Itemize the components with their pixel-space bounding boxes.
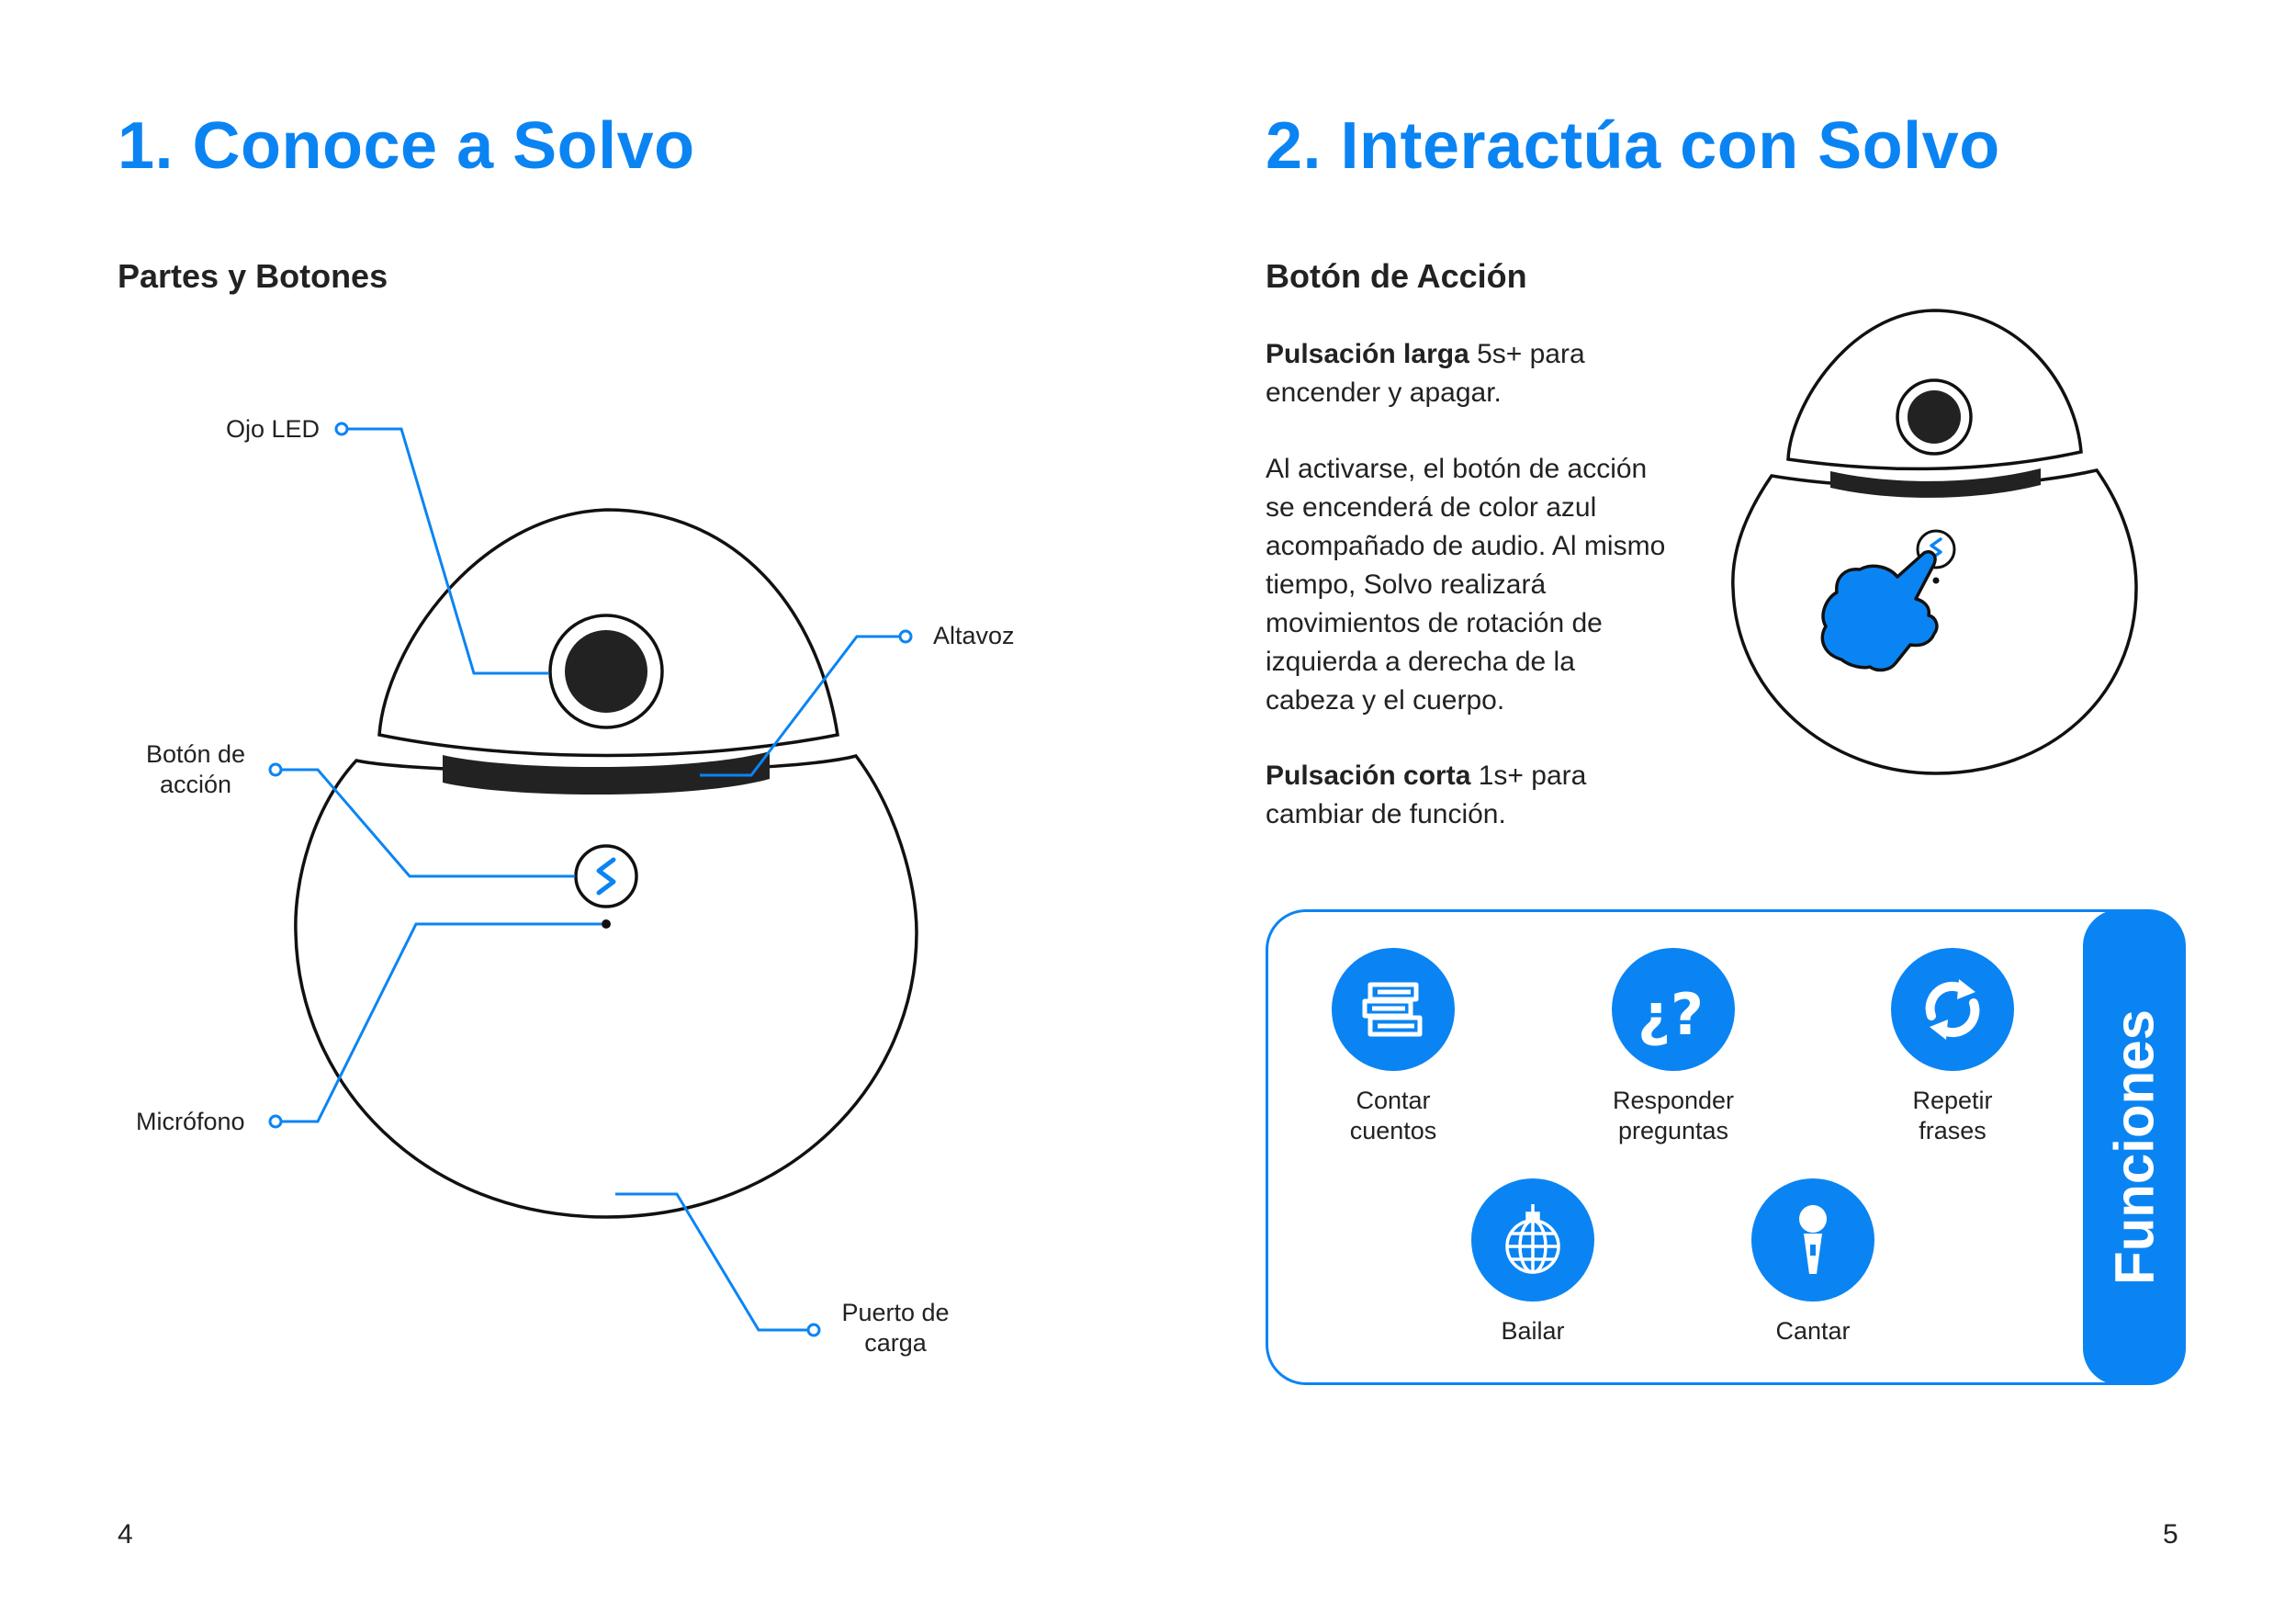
label-boton-accion-line1: Botón de — [145, 740, 246, 768]
function-bailar: Bailar — [1432, 1178, 1634, 1347]
functions-title: Funciones — [2103, 1009, 2166, 1286]
speaker-band — [443, 751, 770, 795]
long-press-bold: Pulsación larga — [1266, 339, 1469, 369]
disco-ball-icon — [1471, 1178, 1594, 1302]
question-icon: ¿? — [1612, 948, 1735, 1071]
function-cantar: Cantar — [1712, 1178, 1914, 1347]
robot-small-diagram — [1731, 309, 2138, 775]
led-eye — [565, 630, 647, 713]
page-number-right: 5 — [2163, 1519, 2178, 1550]
section-subtitle-parts: Partes y Botones — [118, 257, 388, 295]
svg-text:¿?: ¿? — [1638, 981, 1704, 1048]
function-label-line1: Contar — [1356, 1087, 1431, 1114]
label-boton-accion-line2: acción — [159, 771, 232, 798]
callout-puerto-carga — [615, 1192, 808, 1332]
functions-tab — [2083, 909, 2186, 1385]
label-puerto-line2: carga — [864, 1329, 927, 1357]
callout-microfono — [281, 922, 602, 1123]
function-label-line1: Repetir — [1912, 1087, 1993, 1114]
short-press-text: 1s+ para cambiar de función. — [1266, 761, 1587, 829]
solvo-logo-icon — [596, 857, 616, 896]
callout-ojo-led — [347, 427, 549, 675]
label-puerto-carga: Puerto de carga — [836, 1298, 955, 1358]
robot-body — [294, 754, 918, 1219]
function-label-line1: Responder — [1612, 1087, 1735, 1114]
label-boton-accion: Botón de acción — [136, 739, 255, 800]
label-microfono: Micrófono — [136, 1108, 245, 1135]
label-altavoz: Altavoz — [933, 622, 1015, 649]
label-puerto-line1: Puerto de — [841, 1299, 950, 1326]
function-label-line2: preguntas — [1617, 1117, 1729, 1144]
function-label-line2: cuentos — [1349, 1117, 1437, 1144]
page-title-right: 2. Interactúa con Solvo — [1266, 109, 2000, 183]
long-press-paragraph: Pulsación larga 5s+ para encender y apag… — [1266, 335, 1670, 412]
function-repetir-frases: Repetir frases — [1851, 948, 2054, 1146]
books-icon — [1332, 948, 1455, 1071]
section-subtitle-action-button: Botón de Acción — [1266, 257, 1527, 295]
microphone-hole — [602, 919, 611, 929]
function-contar-cuentos: Contar cuentos — [1292, 948, 1494, 1146]
repeat-icon — [1891, 948, 2014, 1071]
callout-boton-accion — [281, 768, 575, 878]
page-number-left: 4 — [118, 1519, 133, 1550]
short-press-paragraph: Pulsación corta 1s+ para cambiar de func… — [1266, 757, 1670, 834]
function-responder-preguntas: ¿? Responder preguntas — [1572, 948, 1774, 1146]
long-press-text: 5s+ para encender y apagar. — [1266, 339, 1585, 408]
page-title-left: 1. Conoce a Solvo — [118, 109, 695, 183]
short-press-bold: Pulsación corta — [1266, 761, 1471, 791]
function-label-line2: frases — [1919, 1117, 1986, 1144]
activation-description: Al activarse, el botón de acción se ence… — [1266, 454, 1666, 716]
function-label: Cantar — [1775, 1317, 1851, 1345]
function-label: Bailar — [1501, 1317, 1565, 1345]
pointing-hand-icon — [1820, 550, 1939, 672]
label-ojo-led: Ojo LED — [226, 415, 321, 443]
callout-altavoz — [700, 635, 900, 777]
microphone-icon — [1751, 1178, 1874, 1302]
